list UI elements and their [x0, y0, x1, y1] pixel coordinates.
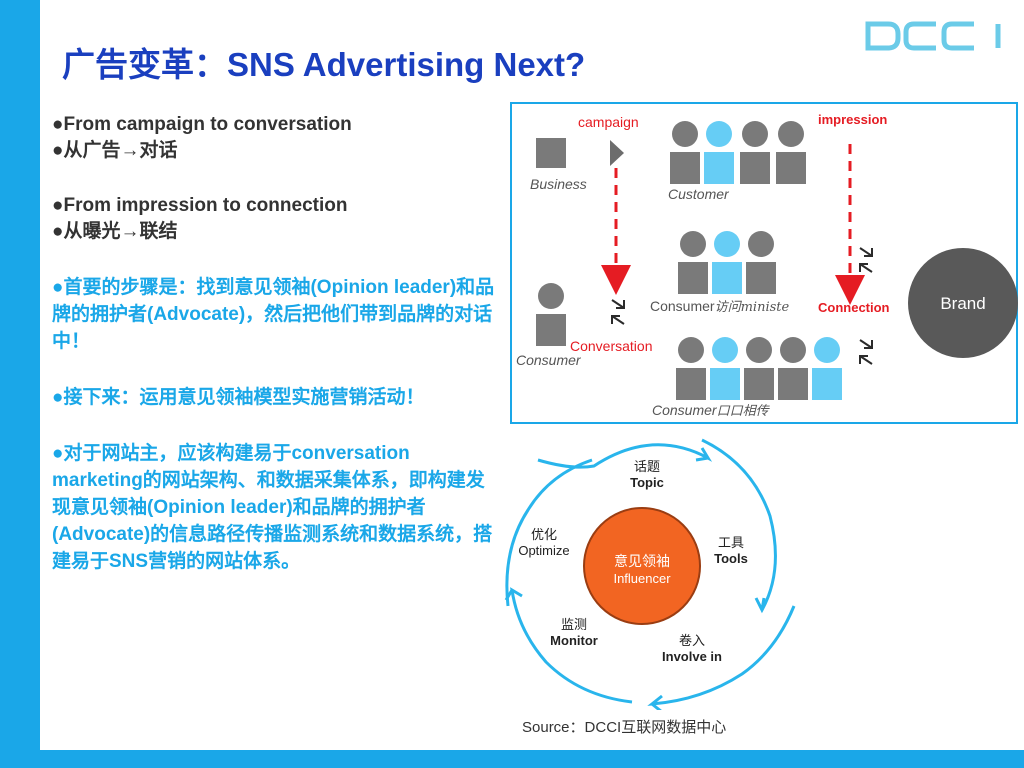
- connection-label: Connection: [818, 300, 890, 315]
- monitor-label-en: Monitor: [550, 633, 598, 648]
- tools-label-cn: 工具: [717, 535, 744, 550]
- brand-label: Brand: [940, 294, 986, 313]
- flow-graphics: [536, 121, 873, 400]
- source-caption: Source：DCCI互联网数据中心: [522, 719, 727, 736]
- highlight-paragraph: ●首要的步骤是：找到意见领袖(Opinion leader)和品牌的拥护者(Ad…: [52, 277, 495, 352]
- bullet-list: ●From campaign to conversation ●从广告→对话 ●…: [52, 112, 500, 575]
- left-accent-bar: [0, 0, 40, 768]
- consumer-wom-label: Consumer口口相传: [652, 402, 769, 419]
- cycle-arrows: [504, 438, 796, 710]
- highlight-paragraph: ●接下来：运用意见领袖模型实施营销活动！: [52, 387, 425, 408]
- bullet-item: ●From campaign to conversation: [52, 114, 352, 135]
- conversation-label: Conversation: [570, 338, 653, 354]
- consumer-visit-label: Consumer访问ministe: [650, 298, 790, 315]
- cycle-graphics: [504, 438, 796, 710]
- center-label-cn: 意见领袖: [614, 553, 670, 569]
- consumer-visit-group: [678, 231, 776, 294]
- consumer-wom-group: [676, 337, 842, 400]
- page-title: 广告变革：SNS Advertising Next?: [62, 46, 586, 83]
- bullet-item: ●From impression to connection: [52, 195, 348, 216]
- center-label-en: Influencer: [613, 571, 671, 586]
- business-label: Business: [530, 176, 587, 192]
- customer-label: Customer: [668, 186, 729, 202]
- bullet-item: ●从曝光→联结: [52, 221, 178, 242]
- involve-label-cn: 卷入: [678, 633, 705, 648]
- bottom-accent-bar: [0, 750, 1024, 768]
- optimize-label-en: Optimize: [518, 543, 570, 558]
- optimize-label-cn: 优化: [530, 527, 557, 542]
- campaign-label: campaign: [578, 114, 639, 130]
- campaign-arrow-icon: [610, 140, 624, 166]
- involve-label-en: Involve in: [662, 649, 722, 664]
- topic-label-en: Topic: [630, 475, 664, 490]
- influencer-cycle-diagram: 意见领袖 Influencer 话题 Topic 工具 Tools 卷入 Inv…: [502, 430, 802, 710]
- tools-label-en: Tools: [714, 551, 748, 566]
- topic-label-cn: 话题: [633, 459, 660, 474]
- influencer-center-circle: [583, 507, 701, 625]
- exchange-arrows-icon: [611, 247, 873, 365]
- brand-circle: [908, 248, 1018, 358]
- sns-flow-diagram: campaign impression Business Customer Co…: [510, 102, 1018, 424]
- highlight-paragraph: ●对于网站主，应该构建易于conversation marketing的网站架构…: [52, 443, 493, 572]
- impression-label: impression: [818, 112, 888, 127]
- bullet-item: ●从广告→对话: [52, 140, 178, 161]
- consumer-single: [536, 283, 566, 346]
- business-icon: [536, 138, 566, 168]
- customer-group: [670, 121, 806, 184]
- consumer-label: Consumer: [516, 352, 581, 368]
- monitor-label-cn: 监测: [560, 617, 587, 632]
- dcci-logo: [865, 21, 1001, 51]
